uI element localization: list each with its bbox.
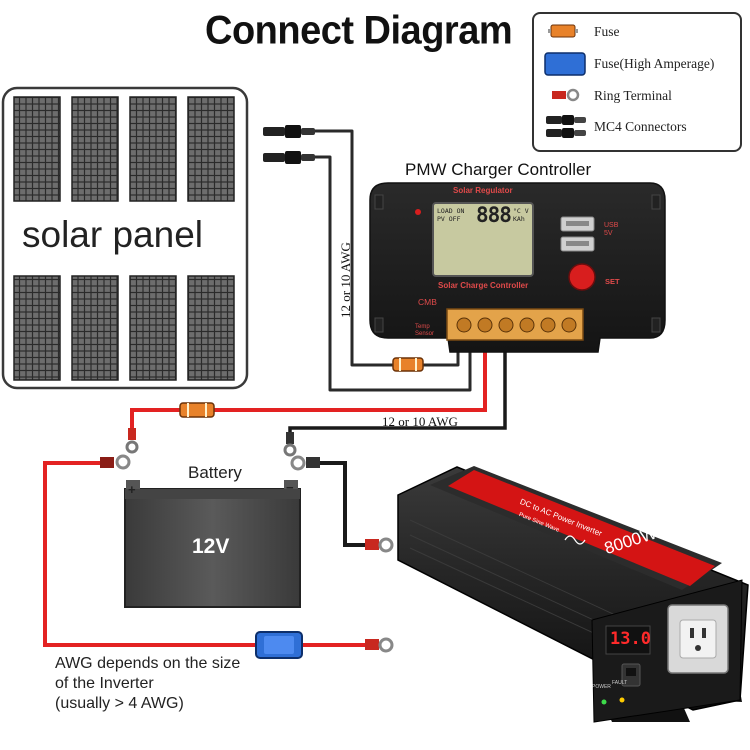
battery xyxy=(124,480,301,608)
battery-voltage: 12V xyxy=(192,535,230,558)
awg-label-vertical: 12 or 10 AWG xyxy=(338,242,353,318)
controller-title: PMW Charger Controller xyxy=(405,160,592,179)
usb-label: USB 5V xyxy=(604,222,619,237)
solar-panel-label: solar panel xyxy=(22,214,204,255)
legend-label-fuse: Fuse xyxy=(594,24,620,39)
awg-note-line-1: AWG depends on the size xyxy=(55,655,241,672)
inverter-power-label: POWER xyxy=(592,684,611,690)
legend: Fuse Fuse(High Amperage) Ring Terminal M… xyxy=(532,12,742,152)
ring-terminal-icon xyxy=(125,428,297,457)
charge-controller xyxy=(369,182,666,353)
battery-minus: − xyxy=(286,480,294,495)
mc4-connectors-icon xyxy=(544,114,588,140)
awg-note-line-3: (usually > 4 AWG) xyxy=(55,695,184,712)
mc4-connectors-icon xyxy=(263,125,315,164)
panel-fuse xyxy=(392,357,424,372)
lcd-digits: 888 xyxy=(476,203,512,227)
legend-label-ring-terminal: Ring Terminal xyxy=(594,88,672,103)
lcd-status: LOAD ON PV OFF xyxy=(437,207,477,223)
solar-panel xyxy=(1,86,249,390)
battery-label: Battery xyxy=(188,463,242,482)
awg-note-line-2: of the Inverter xyxy=(55,675,154,692)
inverter-fault-label: FAULT xyxy=(612,680,628,686)
fuse-icon xyxy=(548,24,578,38)
battery-fuse xyxy=(179,402,215,418)
lcd-load: LOAD ON xyxy=(437,207,465,215)
awg-label-horizontal: 12 or 10 AWG xyxy=(382,414,458,429)
legend-label-mc4: MC4 Connectors xyxy=(594,119,687,134)
set-label: SET xyxy=(605,277,620,286)
ring-terminal-icon xyxy=(550,88,582,102)
controller-model: CMB xyxy=(418,297,437,307)
temp-sensor-label: Temp Sensor xyxy=(415,324,435,337)
fuse-high-amperage-icon xyxy=(544,52,586,76)
controller-brand: Solar Regulator xyxy=(453,186,513,195)
diagram-title: Connect Diagram xyxy=(205,8,513,54)
inverter-display: 13.0 xyxy=(610,629,651,649)
battery-plus: + xyxy=(128,482,136,497)
awg-note: AWG depends on the size of the Inverter … xyxy=(55,654,240,714)
inverter-positive-cable xyxy=(43,461,365,647)
lcd-units: °C V KAh xyxy=(513,207,529,223)
inverter-ring-terminals xyxy=(100,454,394,653)
legend-label-fuse-high: Fuse(High Amperage) xyxy=(594,56,715,71)
panel-wires xyxy=(315,128,473,393)
power-inverter xyxy=(397,466,749,723)
high-amperage-fuse xyxy=(255,631,303,659)
lcd-pv: PV OFF xyxy=(437,215,461,223)
controller-subtitle: Solar Charge Controller xyxy=(438,281,529,290)
